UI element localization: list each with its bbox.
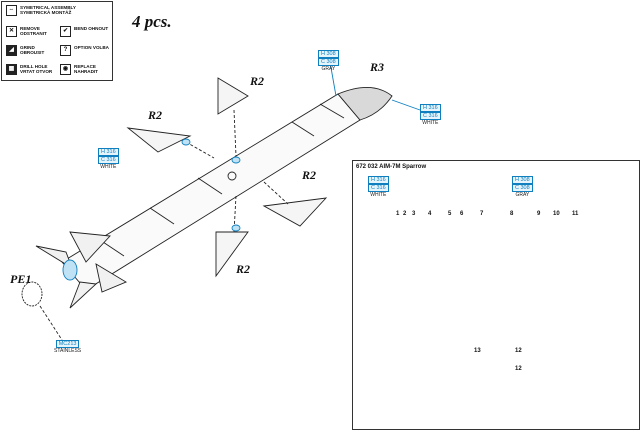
label-r2-right: R2 — [302, 168, 317, 182]
callout-number: 6 — [460, 211, 464, 217]
legend-item-grind: ◢ GRIND OBROUSIT — [6, 45, 58, 56]
pe1-ring — [21, 281, 43, 307]
inset-paint-gray: H 308 C 308 GRAY — [512, 176, 533, 198]
legend-box: ⇔ SYMETRICAL ASSEMBLY SYMETRICKÁ MONTÁŽ … — [1, 1, 113, 81]
body-seam-2 — [197, 177, 223, 195]
leader-gray — [329, 61, 337, 97]
grind-icon: ◢ — [6, 45, 17, 56]
label-r2-bottom: R2 — [236, 262, 251, 276]
callout-number: 10 — [553, 211, 560, 217]
legend-item-remove: ✕ REMOVE ODSTRANIT — [6, 26, 58, 37]
label-pe1: PE1 — [10, 272, 32, 286]
nose-seam — [319, 103, 345, 119]
quantity-label: 4 pcs. — [132, 12, 172, 31]
paint-white-nose: H 316 C 316 WHITE — [420, 104, 441, 126]
callout-number: 2 — [403, 211, 407, 217]
pe1-leader — [39, 305, 63, 341]
paint-gray-main: H 308 C 308 GRAY — [318, 50, 339, 72]
label-r2-top: R2 — [250, 74, 265, 88]
missile-body — [61, 93, 361, 291]
r2-fin-right — [262, 197, 328, 227]
callout-number: 13 — [474, 348, 481, 354]
legend-item-bend: ✔ BEND OHNOUT — [60, 26, 110, 37]
remove-icon: ✕ — [6, 26, 17, 37]
callout-number: 11 — [572, 211, 579, 217]
bend-icon: ✔ — [60, 26, 71, 37]
rear-fin-right — [95, 263, 127, 293]
option-icon: ? — [60, 45, 71, 56]
replace-icon: ◉ — [60, 64, 71, 75]
body-seam-3 — [149, 207, 175, 225]
inset-title: 672 032 AIM-7M Sparrow — [356, 164, 427, 170]
drill-icon: ▦ — [6, 64, 17, 75]
callout-number: 8 — [510, 211, 514, 217]
missile-nose — [337, 87, 393, 121]
callout-number: 9 — [537, 211, 541, 217]
body-detail-circle — [227, 171, 237, 181]
mirror-icon: ⇔ — [6, 5, 17, 16]
r2-fin-top — [217, 77, 249, 115]
legend-item-replace: ◉ REPLACE NAHRADIT — [60, 64, 112, 75]
placement-line-top — [233, 109, 237, 157]
inset-paint-white: H 316 C 316 WHITE — [368, 176, 389, 198]
rear-fin-upper — [69, 231, 111, 263]
leader-white-nose — [391, 99, 421, 111]
callout-number: 12 — [515, 366, 522, 372]
paint-stainless: MC213 STAINLESS — [54, 340, 82, 354]
callout-number: 3 — [412, 211, 416, 217]
label-r2-left: R2 — [148, 108, 163, 122]
callout-number: 12 — [515, 348, 522, 354]
body-seam-1 — [291, 121, 315, 137]
fin-slot-left — [181, 138, 191, 146]
callout-number: 7 — [480, 211, 484, 217]
placement-line-right — [263, 181, 289, 205]
paint-white-fin: H 316 C 316 WHITE — [98, 148, 119, 170]
fin-slot-top — [231, 156, 241, 164]
legend-item-option: ? OPTION VOLBA — [60, 45, 110, 56]
inset-panel — [352, 160, 640, 430]
r2-fin-bottom — [215, 231, 249, 278]
callout-number: 4 — [428, 211, 432, 217]
legend-item-symmetrical: ⇔ SYMETRICAL ASSEMBLY SYMETRICKÁ MONTÁŽ — [6, 5, 100, 16]
callout-number: 1 — [396, 211, 400, 217]
fin-slot-bottom — [231, 224, 241, 232]
rear-fin-lower — [69, 281, 98, 309]
placement-line-left — [185, 141, 215, 159]
label-r3: R3 — [370, 60, 385, 74]
callout-number: 5 — [448, 211, 452, 217]
r2-fin-left — [126, 127, 192, 153]
pe-part-on-tail — [62, 259, 78, 281]
legend-item-drill: ▦ DRILL HOLE VRTAT OTVOR — [6, 64, 58, 75]
